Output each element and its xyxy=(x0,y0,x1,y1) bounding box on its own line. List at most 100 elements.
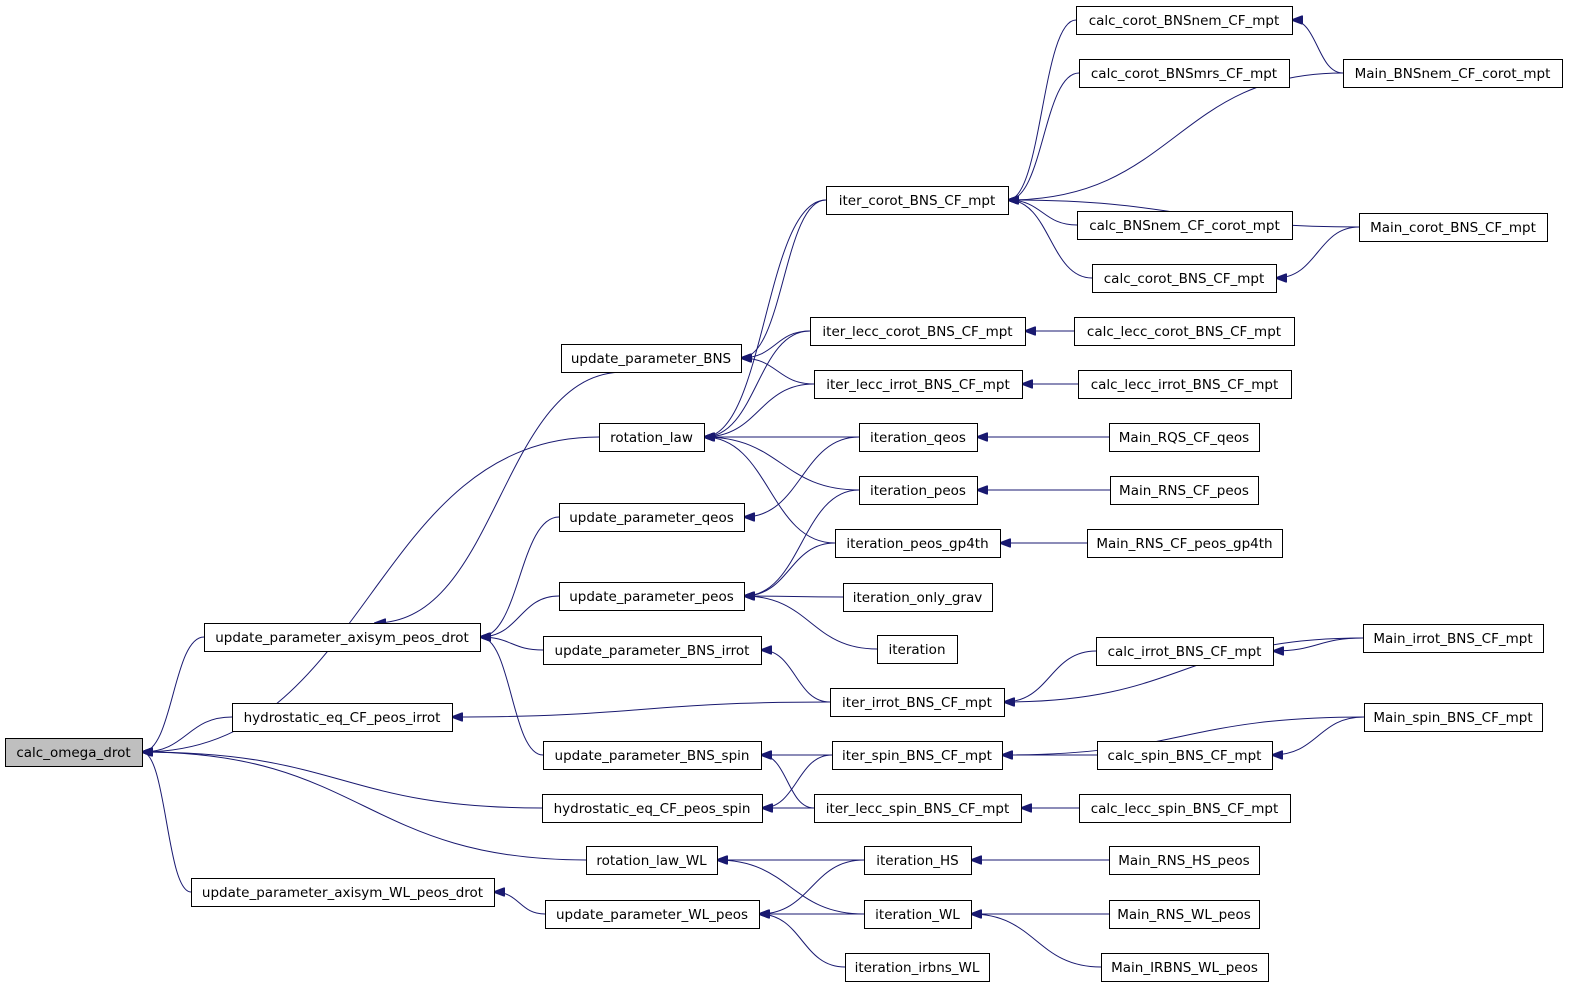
node-update-parameter-axisym-peos-drot[interactable]: update_parameter_axisym_peos_drot xyxy=(204,623,481,652)
node-box xyxy=(1092,264,1277,293)
node-box xyxy=(543,741,762,770)
node-main-rns-wl-peos[interactable]: Main_RNS_WL_peos xyxy=(1109,900,1260,929)
node-update-parameter-axisym-wl-peos-drot[interactable]: update_parameter_axisym_WL_peos_drot xyxy=(191,878,495,907)
edge-update-parameter-qeos-to-update-parameter-axisym-peos-drot xyxy=(480,516,560,637)
node-box xyxy=(191,878,495,907)
node-box xyxy=(543,636,762,665)
edge-rotation-law-to-calc-omega-drot xyxy=(142,436,600,752)
node-iteration-qeos[interactable]: iteration_qeos xyxy=(859,423,978,452)
edge-calc-corot-bnsnem-cf-mpt-to-iter-corot-bns-cf-mpt xyxy=(1008,19,1077,200)
node-box xyxy=(830,688,1005,717)
edge-iteration-peos-gp4th-to-update-parameter-peos xyxy=(744,542,836,596)
node-main-irrot-bns-cf-mpt[interactable]: Main_irrot_BNS_CF_mpt xyxy=(1363,624,1544,653)
node-calc-corot-bnsmrs-cf-mpt[interactable]: calc_corot_BNSmrs_CF_mpt xyxy=(1079,59,1290,88)
node-box xyxy=(1109,900,1260,929)
node-box xyxy=(1343,59,1563,88)
node-box xyxy=(1109,423,1260,452)
node-calc-lecc-spin-bns-cf-mpt[interactable]: calc_lecc_spin_BNS_CF_mpt xyxy=(1079,794,1291,823)
edge-iteration-peos-to-update-parameter-peos xyxy=(744,489,860,596)
node-calc-lecc-corot-bns-cf-mpt[interactable]: calc_lecc_corot_BNS_CF_mpt xyxy=(1074,317,1295,346)
node-label: Main_IRBNS_WL_peos xyxy=(1111,960,1258,976)
node-iteration-irbns-wl[interactable]: iteration_irbns_WL xyxy=(845,953,990,982)
node-update-parameter-bns-spin[interactable]: update_parameter_BNS_spin xyxy=(543,741,762,770)
node-label: calc_lecc_corot_BNS_CF_mpt xyxy=(1087,324,1281,340)
node-main-bnsnem-cf-corot-mpt[interactable]: Main_BNSnem_CF_corot_mpt xyxy=(1343,59,1563,88)
node-main-rns-cf-peos-gp4th[interactable]: Main_RNS_CF_peos_gp4th xyxy=(1087,529,1283,558)
node-iter-lecc-spin-bns-cf-mpt[interactable]: iter_lecc_spin_BNS_CF_mpt xyxy=(814,794,1022,823)
node-box xyxy=(1096,637,1274,666)
node-rotation-law-wl[interactable]: rotation_law_WL xyxy=(586,846,718,875)
node-label: calc_lecc_irrot_BNS_CF_mpt xyxy=(1091,377,1279,393)
node-label: update_parameter_peos xyxy=(569,589,734,605)
node-label: calc_corot_BNS_CF_mpt xyxy=(1104,271,1265,287)
node-label: update_parameter_BNS_spin xyxy=(555,748,750,764)
node-hydrostatic-eq-cf-peos-irrot[interactable]: hydrostatic_eq_CF_peos_irrot xyxy=(232,703,453,732)
node-label: iter_lecc_spin_BNS_CF_mpt xyxy=(826,801,1010,817)
node-label: iter_lecc_irrot_BNS_CF_mpt xyxy=(826,377,1010,393)
node-box xyxy=(832,741,1003,770)
edge-iter-lecc-corot-bns-cf-mpt-to-rotation-law xyxy=(704,330,811,437)
node-main-rns-cf-peos[interactable]: Main_RNS_CF_peos xyxy=(1110,476,1259,505)
edge-update-parameter-axisym-wl-peos-drot-to-calc-omega-drot xyxy=(142,752,192,893)
node-hydrostatic-eq-cf-peos-spin[interactable]: hydrostatic_eq_CF_peos_spin xyxy=(542,794,763,823)
node-calc-bnsnem-cf-corot-mpt[interactable]: calc_BNSnem_CF_corot_mpt xyxy=(1077,211,1293,240)
node-main-rns-hs-peos[interactable]: Main_RNS_HS_peos xyxy=(1109,846,1260,875)
node-iter-irrot-bns-cf-mpt[interactable]: iter_irrot_BNS_CF_mpt xyxy=(830,688,1005,717)
node-box xyxy=(561,344,742,373)
node-iteration-peos-gp4th[interactable]: iteration_peos_gp4th xyxy=(835,529,1001,558)
edge-iter-lecc-irrot-bns-cf-mpt-to-update-parameter-bns xyxy=(741,358,815,385)
node-update-parameter-qeos[interactable]: update_parameter_qeos xyxy=(559,503,745,532)
node-update-parameter-wl-peos[interactable]: update_parameter_WL_peos xyxy=(545,900,760,929)
edge-main-irrot-bns-cf-mpt-to-iter-irrot-bns-cf-mpt xyxy=(1004,637,1364,702)
node-label: update_parameter_qeos xyxy=(569,510,734,526)
node-main-rqs-cf-qeos[interactable]: Main_RQS_CF_qeos xyxy=(1109,423,1260,452)
edge-update-parameter-bns-irrot-to-update-parameter-axisym-peos-drot xyxy=(480,637,544,651)
node-box xyxy=(864,900,972,929)
node-box xyxy=(1101,953,1269,982)
node-label: calc_omega_drot xyxy=(16,745,130,761)
node-calc-corot-bnsnem-cf-mpt[interactable]: calc_corot_BNSnem_CF_mpt xyxy=(1076,6,1293,35)
node-box xyxy=(599,423,705,452)
node-calc-corot-bns-cf-mpt[interactable]: calc_corot_BNS_CF_mpt xyxy=(1092,264,1277,293)
node-rotation-law[interactable]: rotation_law xyxy=(599,423,705,452)
node-box xyxy=(542,794,763,823)
node-update-parameter-bns[interactable]: update_parameter_BNS xyxy=(561,344,742,373)
node-calc-omega-drot[interactable]: calc_omega_drot xyxy=(5,738,143,767)
node-label: iter_corot_BNS_CF_mpt xyxy=(839,193,996,209)
node-iter-corot-bns-cf-mpt[interactable]: iter_corot_BNS_CF_mpt xyxy=(826,186,1009,215)
node-calc-lecc-irrot-bns-cf-mpt[interactable]: calc_lecc_irrot_BNS_CF_mpt xyxy=(1078,370,1292,399)
node-main-corot-bns-cf-mpt[interactable]: Main_corot_BNS_CF_mpt xyxy=(1359,213,1548,242)
node-main-spin-bns-cf-mpt[interactable]: Main_spin_BNS_CF_mpt xyxy=(1364,703,1543,732)
node-box xyxy=(232,703,453,732)
node-label: rotation_law xyxy=(610,430,693,446)
node-label: calc_spin_BNS_CF_mpt xyxy=(1108,748,1262,764)
node-iteration[interactable]: iteration xyxy=(877,635,958,664)
node-iteration-peos[interactable]: iteration_peos xyxy=(859,476,978,505)
edge-main-irrot-bns-cf-mpt-to-calc-irrot-bns-cf-mpt xyxy=(1273,637,1364,651)
node-calc-irrot-bns-cf-mpt[interactable]: calc_irrot_BNS_CF_mpt xyxy=(1096,637,1274,666)
node-box xyxy=(1079,794,1291,823)
node-label: iteration_WL xyxy=(875,907,960,923)
node-box xyxy=(1110,476,1259,505)
node-box xyxy=(5,738,143,767)
node-label: iteration xyxy=(888,642,945,658)
node-calc-spin-bns-cf-mpt[interactable]: calc_spin_BNS_CF_mpt xyxy=(1097,741,1273,770)
node-main-irbns-wl-peos[interactable]: Main_IRBNS_WL_peos xyxy=(1101,953,1269,982)
node-iteration-hs[interactable]: iteration_HS xyxy=(864,846,972,875)
node-box xyxy=(559,582,745,611)
node-update-parameter-bns-irrot[interactable]: update_parameter_BNS_irrot xyxy=(543,636,762,665)
node-iteration-wl[interactable]: iteration_WL xyxy=(864,900,972,929)
node-iter-spin-bns-cf-mpt[interactable]: iter_spin_BNS_CF_mpt xyxy=(832,741,1003,770)
node-label: Main_RNS_HS_peos xyxy=(1118,853,1249,869)
node-label: hydrostatic_eq_CF_peos_spin xyxy=(554,801,751,817)
node-box xyxy=(204,623,481,652)
node-update-parameter-peos[interactable]: update_parameter_peos xyxy=(559,582,745,611)
node-iteration-only-grav[interactable]: iteration_only_grav xyxy=(843,583,993,612)
edge-iter-lecc-spin-bns-cf-mpt-to-update-parameter-bns-spin xyxy=(761,755,815,809)
edge-iteration-hs-to-update-parameter-wl-peos xyxy=(759,859,865,914)
edge-calc-corot-bns-cf-mpt-to-iter-corot-bns-cf-mpt xyxy=(1008,200,1093,279)
node-box xyxy=(1087,529,1283,558)
node-iter-lecc-irrot-bns-cf-mpt[interactable]: iter_lecc_irrot_BNS_CF_mpt xyxy=(814,370,1023,399)
node-iter-lecc-corot-bns-cf-mpt[interactable]: iter_lecc_corot_BNS_CF_mpt xyxy=(810,317,1026,346)
